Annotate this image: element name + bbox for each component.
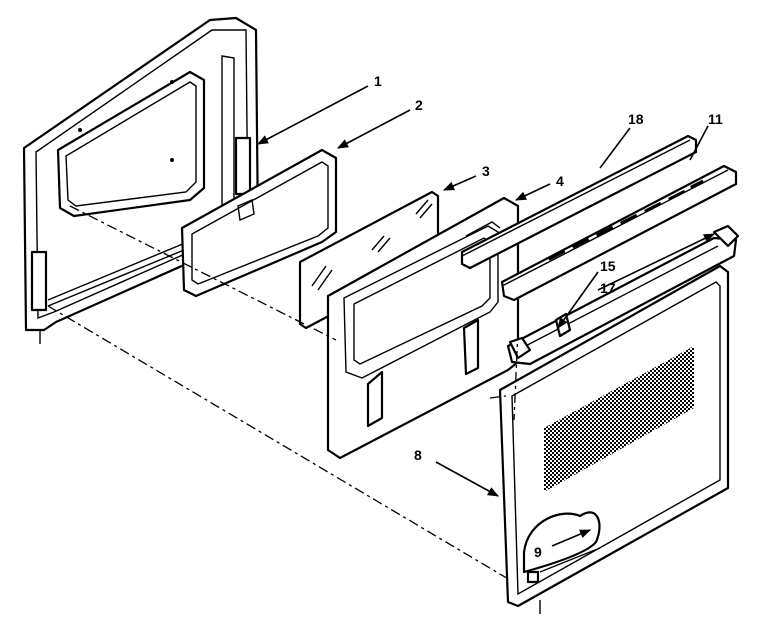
part-1-door-liner: [22, 16, 260, 344]
callout-8: 8: [414, 447, 422, 463]
callout-2: 2: [415, 97, 423, 113]
vent-slots: [548, 179, 704, 261]
callout-15: 15: [600, 258, 616, 274]
callout-labels: 1 2 3 4 8 9 11 15 17 18: [374, 73, 723, 560]
part-8-door-front-panel: [498, 264, 730, 614]
callout-1: 1: [374, 73, 382, 89]
callout-9: 9: [534, 544, 542, 560]
alignment-lines: [47, 205, 519, 581]
callout-11: 11: [708, 111, 723, 127]
leader-arrows: [257, 85, 716, 547]
part-11-vent-rail: [500, 164, 738, 302]
part-18-top-trim: [460, 134, 698, 270]
callout-17: 17: [600, 280, 616, 296]
callout-3: 3: [482, 163, 490, 179]
callout-18: 18: [628, 111, 644, 127]
callout-4: 4: [556, 173, 564, 189]
part-2-window-gasket: [180, 148, 338, 298]
